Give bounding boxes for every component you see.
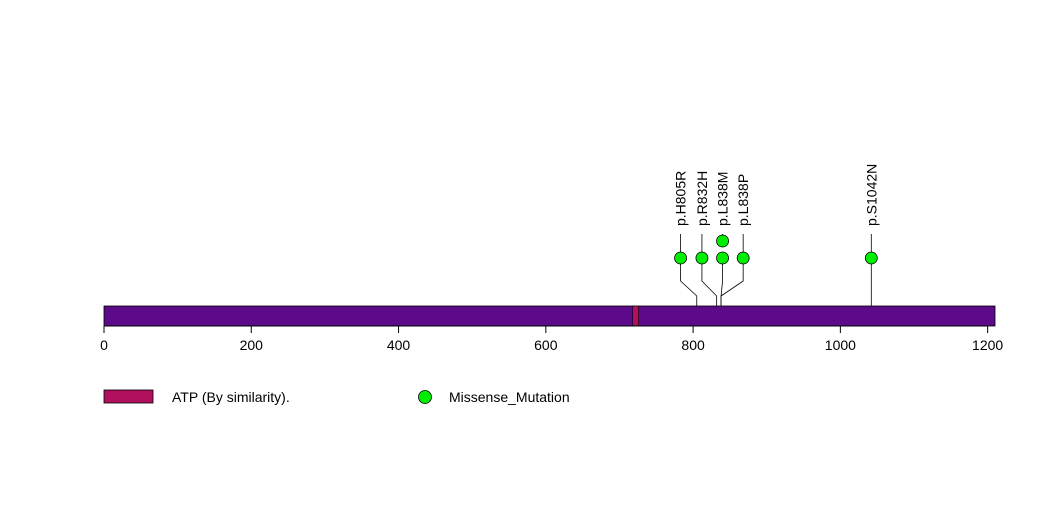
legend-domain-swatch xyxy=(103,389,154,404)
mutation-label: p.S1042N xyxy=(863,164,879,226)
mutation-point xyxy=(716,234,729,248)
x-tick-label: 0 xyxy=(100,337,108,353)
x-tick-label: 800 xyxy=(681,337,705,353)
mutation-point xyxy=(864,251,878,265)
mutation-points xyxy=(674,234,878,265)
legend: ATP (By similarity). Missense_Mutation xyxy=(103,389,570,405)
mutation-label: p.L838P xyxy=(735,174,751,226)
legend-mutation-swatch xyxy=(418,390,432,404)
mutation-point xyxy=(674,251,687,265)
protein-backbone xyxy=(103,305,996,327)
x-tick-label: 1200 xyxy=(972,337,1003,353)
x-axis: 0 200 400 600 800 1000 1200 xyxy=(100,325,1003,353)
x-tick-label: 600 xyxy=(534,337,558,353)
mutation-point xyxy=(736,251,750,265)
x-tick-label: 1000 xyxy=(825,337,856,353)
mutation-label: p.H805R xyxy=(673,171,689,226)
mutation-label: p.R832H xyxy=(694,171,710,226)
x-tick-label: 200 xyxy=(240,337,264,353)
mutation-point xyxy=(695,251,709,265)
x-tick-label: 400 xyxy=(387,337,411,353)
legend-domain-label: ATP (By similarity). xyxy=(172,389,290,405)
mutation-point xyxy=(716,251,729,265)
protein-track xyxy=(103,305,996,327)
mutation-label: p.L838M xyxy=(715,172,731,226)
domain-bar xyxy=(632,305,639,327)
legend-mutation-label: Missense_Mutation xyxy=(449,389,570,405)
